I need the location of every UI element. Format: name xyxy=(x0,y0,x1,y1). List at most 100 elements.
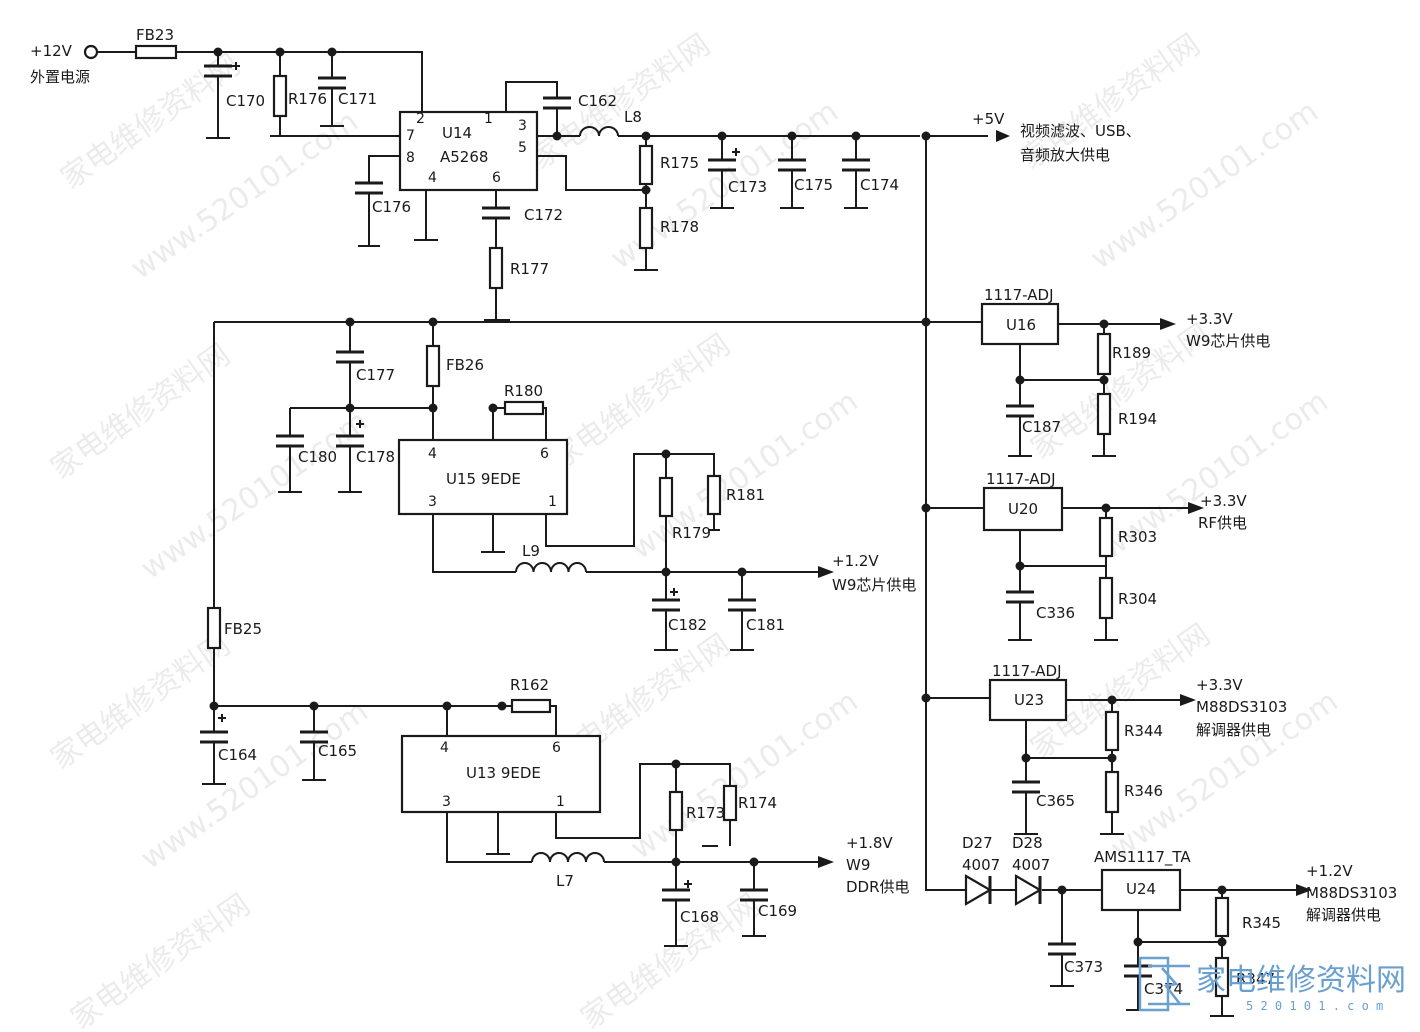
pin-label: 4 xyxy=(428,446,437,462)
diodes xyxy=(960,874,1043,906)
pin-label: 7 xyxy=(406,128,415,144)
watermark-text: www.520101.com xyxy=(625,384,865,567)
ic-name: U16 xyxy=(1006,316,1036,334)
watermark-text: 家电维修资料网 xyxy=(45,337,237,486)
ground-bars xyxy=(202,125,1234,1017)
resistor-r178 xyxy=(638,206,654,250)
output-u15-desc: W9芯片供电 xyxy=(832,576,916,594)
ic-name: U20 xyxy=(1008,500,1038,518)
pin-label: 1 xyxy=(556,794,565,810)
ic-part: 1117-ADJ xyxy=(986,470,1056,488)
output-u16-voltage: +3.3V xyxy=(1186,310,1233,328)
ic-name: U23 xyxy=(1014,691,1044,709)
designator: R303 xyxy=(1118,528,1157,546)
designator: L8 xyxy=(624,108,642,126)
input-desc-label: 外置电源 xyxy=(30,68,90,86)
pin-label: 5 xyxy=(518,140,527,156)
resistor-r173 xyxy=(668,790,684,832)
output-u20-voltage: +3.3V xyxy=(1200,492,1247,510)
designator: D28 xyxy=(1012,834,1043,852)
watermark-text: 家电维修资料网 xyxy=(65,887,257,1032)
pin-label: 4 xyxy=(428,170,437,186)
output-u23-desc: 解调器供电 xyxy=(1196,721,1271,739)
ic-u20: U20 1117-ADJ xyxy=(982,470,1064,532)
designator: C182 xyxy=(668,616,707,634)
ic-name: U24 xyxy=(1126,880,1156,898)
ic-name: U13 9EDE xyxy=(466,764,541,782)
designator: R194 xyxy=(1118,410,1157,428)
designator: R344 xyxy=(1124,722,1163,740)
resistor-r176 xyxy=(272,74,288,118)
designator: FB25 xyxy=(224,620,262,638)
designator: C173 xyxy=(728,178,767,196)
designator: R176 xyxy=(288,90,327,108)
inductor-l9 xyxy=(515,562,587,573)
designator: C170 xyxy=(226,92,265,110)
designator: R177 xyxy=(510,260,549,278)
designator: C162 xyxy=(578,92,617,110)
pin-label: 2 xyxy=(416,111,425,127)
output-arrows xyxy=(818,130,1312,896)
designator: R347 xyxy=(1236,970,1275,988)
watermark-text: 家电维修资料网 xyxy=(575,887,767,1032)
designator: C181 xyxy=(746,616,785,634)
resistor-r189 xyxy=(1096,332,1112,376)
pin-label: 6 xyxy=(540,446,549,462)
output-5v-label: +5V xyxy=(972,110,1005,128)
designator: C172 xyxy=(524,206,563,224)
ic-u23: U23 1117-ADJ xyxy=(988,662,1068,722)
designator: C165 xyxy=(318,742,357,760)
designator: 4007 xyxy=(1012,856,1050,874)
component-labels: FB23 C170 R176 C171 C162 L8 R175 C173 C1… xyxy=(136,26,1281,998)
designator: C365 xyxy=(1036,792,1075,810)
designator: 4007 xyxy=(962,856,1000,874)
resistor-r304 xyxy=(1098,576,1114,620)
output-u24-desc: M88DS3103 xyxy=(1306,884,1397,902)
logo-mark-icon xyxy=(1138,956,1190,1012)
output-u16-desc: W9芯片供电 xyxy=(1186,332,1270,350)
resistor-r181 xyxy=(706,474,722,516)
ic-u15: 4 6 3 1 U15 9EDE xyxy=(397,438,569,516)
designator: FB23 xyxy=(136,26,174,44)
resistor-r344 xyxy=(1104,710,1120,752)
logo-bolt-icon xyxy=(1161,967,1181,1005)
net-labels: +12V 外置电源 +5V 视频滤波、USB、 音频放大供电 +3.3V W9芯… xyxy=(30,42,1397,924)
resistor-r346 xyxy=(1104,770,1120,814)
watermark-text: www.520101.com xyxy=(135,404,375,587)
output-5v-desc: 音频放大供电 xyxy=(1020,146,1110,164)
ic-part: AMS1117_TA xyxy=(1094,848,1191,867)
resistor-r162 xyxy=(510,698,552,714)
output-u13-desc: W9 xyxy=(846,856,870,874)
output-u24-desc: 解调器供电 xyxy=(1306,906,1381,924)
ic-part: A5268 xyxy=(440,148,488,166)
watermark-text: www.520101.com xyxy=(135,694,375,877)
designator: R162 xyxy=(510,676,549,694)
designator: C169 xyxy=(758,902,797,920)
ic-u13: 4 6 3 1 U13 9EDE xyxy=(400,734,602,814)
designator: C171 xyxy=(338,90,377,108)
designator: R180 xyxy=(504,382,543,400)
output-u23-voltage: +3.3V xyxy=(1196,676,1243,694)
designator: R175 xyxy=(660,154,699,172)
pin-label: 1 xyxy=(548,494,557,510)
pin-label: 3 xyxy=(442,794,451,810)
diode-d28 xyxy=(1014,874,1043,906)
designator: R345 xyxy=(1242,914,1281,932)
designator: D27 xyxy=(962,834,993,852)
pin-label: 6 xyxy=(552,740,561,756)
pin-label: 6 xyxy=(492,170,501,186)
polarity-marks xyxy=(218,62,740,888)
designator: L7 xyxy=(556,872,574,890)
designator: R179 xyxy=(672,524,711,542)
pin-label: 8 xyxy=(406,150,415,166)
designator: C374 xyxy=(1144,980,1183,998)
ic-u14: 2 1 3 5 7 8 4 6 U14 A5268 xyxy=(398,110,539,192)
ic-name: U15 9EDE xyxy=(446,470,521,488)
designator: C174 xyxy=(860,176,899,194)
input-voltage-label: +12V xyxy=(30,42,73,60)
inductor-l8 xyxy=(579,126,619,137)
ic-name: U14 xyxy=(442,124,472,142)
output-u13-desc: DDR供电 xyxy=(846,878,910,896)
ic-part: 1117-ADJ xyxy=(992,662,1062,680)
